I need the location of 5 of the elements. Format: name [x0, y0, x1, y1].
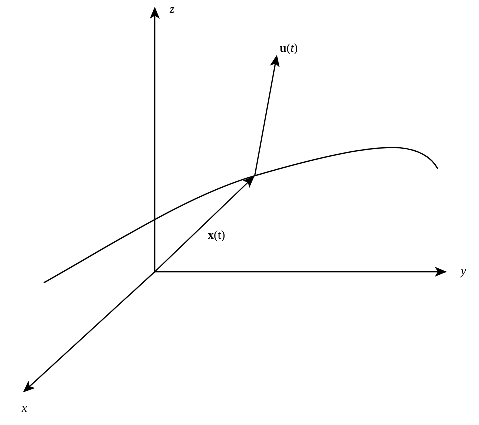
axis-label: x	[22, 401, 28, 415]
vector-label: u(t)	[280, 41, 298, 55]
axis-label: z	[170, 2, 175, 16]
vector-label: x(t)	[208, 228, 226, 242]
axis-label: y	[461, 264, 466, 278]
